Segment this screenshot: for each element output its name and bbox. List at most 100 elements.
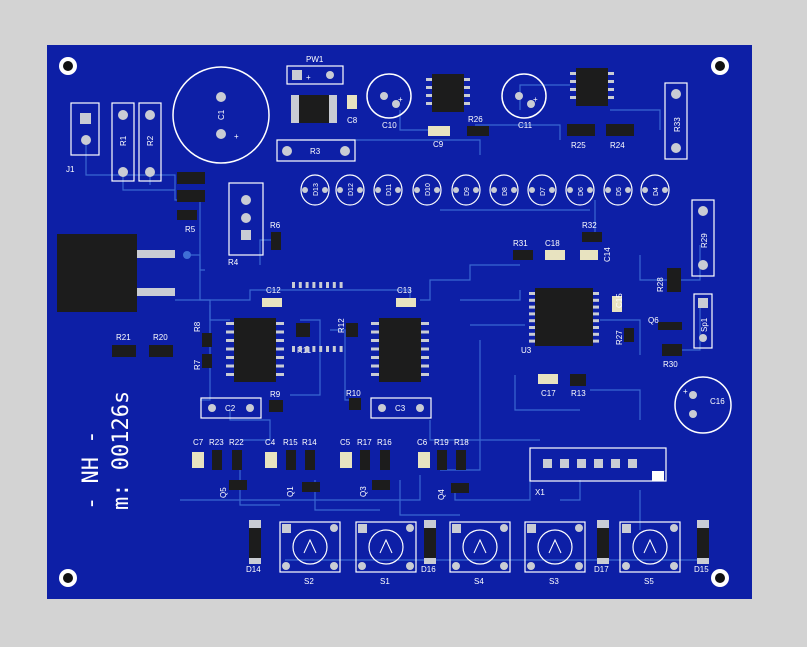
svg-text:R26: R26 xyxy=(468,115,483,124)
diode-d17: D17 xyxy=(594,520,609,574)
driver-group-3: C5 R17 R16 Q3 xyxy=(340,438,392,497)
capacitor-c2: C2 xyxy=(200,397,262,419)
svg-text:Q4: Q4 xyxy=(437,489,446,500)
led-d7: D7 xyxy=(527,174,557,206)
svg-text:D13: D13 xyxy=(313,183,320,196)
resistor-r28: R28 xyxy=(656,268,681,292)
svg-text:D5: D5 xyxy=(616,187,623,196)
svg-text:C8: C8 xyxy=(347,116,358,125)
svg-text:Sp1: Sp1 xyxy=(700,317,709,332)
led-d6: D6 xyxy=(565,174,595,206)
svg-text:R18: R18 xyxy=(454,438,469,447)
svg-text:R23: R23 xyxy=(209,438,224,447)
diode-d16: D16 xyxy=(421,520,436,574)
svg-text:R29: R29 xyxy=(700,233,709,248)
resistor-r9: R9 xyxy=(269,390,283,412)
connector-j1: J1 xyxy=(66,102,100,174)
svg-text:R30: R30 xyxy=(663,360,678,369)
board-side-text: - NH - m: 00126s xyxy=(79,391,134,510)
diode-d15: D15 xyxy=(694,520,709,574)
resistor-r2: R2 xyxy=(138,102,162,182)
resistor-r3: R3 xyxy=(276,139,356,162)
svg-text:C17: C17 xyxy=(541,389,556,398)
resistor-r8: R8 xyxy=(193,321,212,347)
svg-text:C11: C11 xyxy=(518,121,533,130)
svg-text:R20: R20 xyxy=(153,333,168,342)
svg-text:R6: R6 xyxy=(270,221,281,230)
svg-text:+: + xyxy=(533,95,538,104)
capacitor-c9: C9 xyxy=(428,126,450,149)
capacitor-c16: + C16 xyxy=(674,376,732,434)
svg-text:C6: C6 xyxy=(417,438,428,447)
svg-text:R8: R8 xyxy=(193,321,202,332)
svg-text:C2: C2 xyxy=(225,404,236,413)
resistor-r32: R32 xyxy=(582,221,602,242)
svg-text:+: + xyxy=(306,73,311,82)
svg-text:C16: C16 xyxy=(710,397,725,406)
resistor-r29: R29 xyxy=(691,199,715,277)
svg-text:D6: D6 xyxy=(578,187,585,196)
svg-text:C18: C18 xyxy=(545,239,560,248)
switch-s2: S2 xyxy=(279,521,341,586)
svg-text:D8: D8 xyxy=(502,187,509,196)
capacitor-c8: C8 xyxy=(347,95,358,125)
switch-s3: S3 xyxy=(524,521,586,586)
svg-text:D4: D4 xyxy=(653,187,660,196)
svg-text:D16: D16 xyxy=(421,565,436,574)
svg-text:R28: R28 xyxy=(656,277,665,292)
header-x1: X1 xyxy=(529,447,667,497)
svg-text:PW1: PW1 xyxy=(306,55,324,64)
svg-text:R1: R1 xyxy=(119,135,128,146)
board-text-nh: - NH - xyxy=(79,431,104,510)
switch-s5: S5 xyxy=(619,521,681,586)
led-d12: D12 xyxy=(335,174,365,206)
svg-text:U3: U3 xyxy=(521,346,532,355)
svg-text:R17: R17 xyxy=(357,438,372,447)
switch-s1: S1 xyxy=(355,521,417,586)
svg-text:X1: X1 xyxy=(535,488,545,497)
copper-traces xyxy=(85,84,701,561)
svg-text:C10: C10 xyxy=(382,121,397,130)
resistor-r13: R13 xyxy=(570,374,586,398)
led-d4: D4 xyxy=(640,174,670,206)
switch-s4: S4 xyxy=(449,521,511,586)
svg-text:R4: R4 xyxy=(228,258,239,267)
svg-text:C4: C4 xyxy=(265,438,276,447)
smd-resistors-r5: R5 xyxy=(177,172,205,234)
capacitor-c12: C12 xyxy=(262,286,282,307)
svg-text:R3: R3 xyxy=(310,147,321,156)
svg-text:R5: R5 xyxy=(185,225,196,234)
svg-text:S2: S2 xyxy=(304,577,314,586)
resistor-r26: R26 xyxy=(467,115,489,136)
resistor-r11: R11 xyxy=(296,323,312,355)
capacitor-c18: C18 xyxy=(545,239,565,260)
svg-text:S1: S1 xyxy=(380,577,390,586)
ic-soic8-top-2 xyxy=(570,68,614,106)
capacitor-c11: + C11 xyxy=(501,73,547,130)
speaker-sp1: Sp1 xyxy=(693,293,713,349)
svg-text:S3: S3 xyxy=(549,577,559,586)
resistor-r24: R24 xyxy=(606,124,634,150)
svg-text:D10: D10 xyxy=(425,183,432,196)
svg-text:S4: S4 xyxy=(474,577,484,586)
svg-text:R32: R32 xyxy=(582,221,597,230)
ic-soic14-right xyxy=(371,318,429,382)
svg-text:C1: C1 xyxy=(217,109,226,120)
trimmer-r4: R4 xyxy=(228,182,264,267)
svg-text:D12: D12 xyxy=(348,183,355,196)
resistor-r31: R31 xyxy=(513,239,533,260)
resistor-r7: R7 xyxy=(193,354,212,370)
svg-text:D7: D7 xyxy=(540,187,547,196)
svg-text:C13: C13 xyxy=(397,286,412,295)
svg-text:R12: R12 xyxy=(337,318,346,333)
svg-text:C15: C15 xyxy=(615,293,624,308)
led-d9: D9 xyxy=(451,174,481,206)
resistor-r20: R20 xyxy=(149,333,173,357)
svg-text:+: + xyxy=(683,387,688,396)
svg-text:R19: R19 xyxy=(434,438,449,447)
svg-text:R2: R2 xyxy=(146,135,155,146)
svg-text:Q6: Q6 xyxy=(648,316,659,325)
